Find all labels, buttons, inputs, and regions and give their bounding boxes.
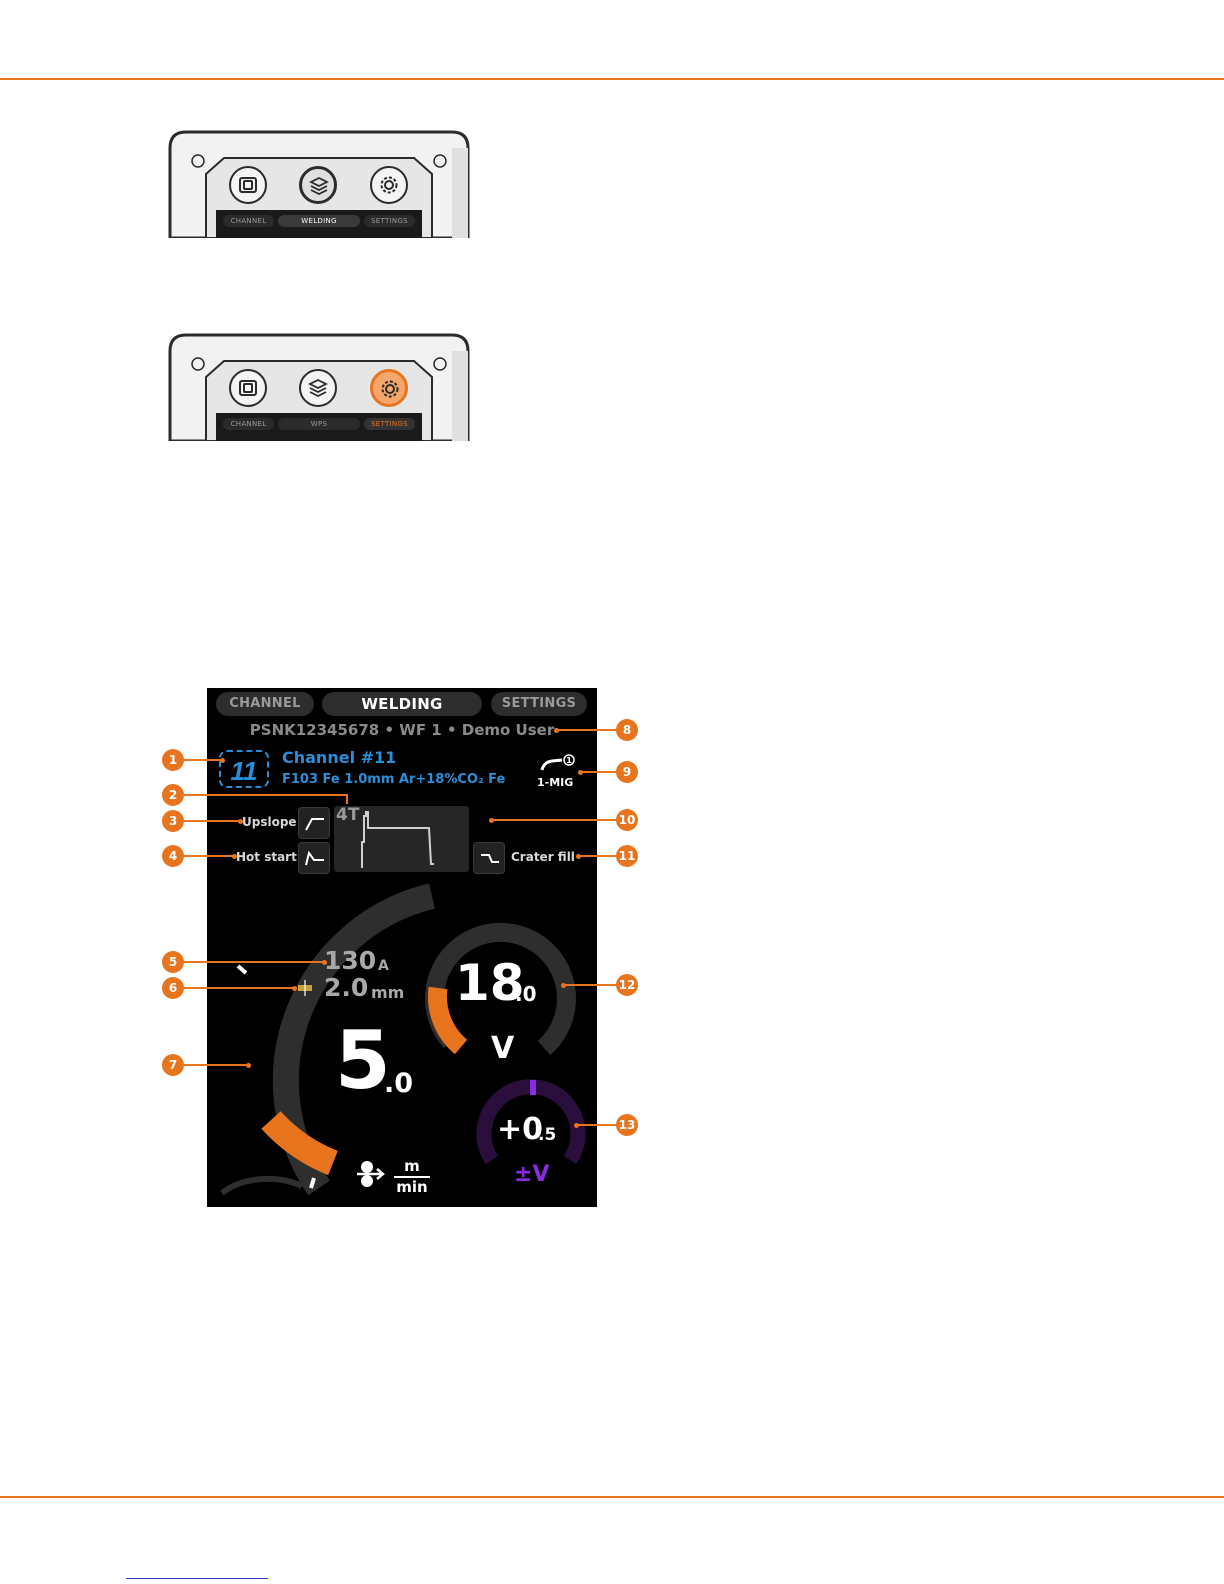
callout-2-leader-down bbox=[346, 794, 348, 804]
current-unit: A bbox=[378, 958, 389, 974]
callout-5-leader bbox=[184, 961, 324, 963]
callout-7-dot bbox=[246, 1063, 251, 1068]
device-tab-channel[interactable]: CHANNEL bbox=[223, 418, 274, 430]
voltage-decimal: .0 bbox=[515, 982, 537, 1006]
callout-3-dot bbox=[238, 819, 243, 824]
callout-6-dot bbox=[292, 986, 297, 991]
welding-screen: CHANNEL WELDING SETTINGS PSNK12345678 • … bbox=[207, 688, 597, 1207]
device-tab-settings[interactable]: SETTINGS bbox=[364, 418, 415, 430]
callout-9: 9 bbox=[616, 761, 638, 783]
wfs-gauge-min-tick bbox=[238, 966, 246, 973]
callout-10: 10 bbox=[616, 809, 638, 831]
callout-3: 3 bbox=[162, 810, 184, 832]
device-tab-settings[interactable]: SETTINGS bbox=[364, 215, 415, 227]
callout-1: 1 bbox=[162, 749, 184, 771]
callout-11-leader bbox=[580, 855, 618, 857]
footer-rule bbox=[0, 1496, 1224, 1498]
secondary-arc bbox=[222, 1179, 302, 1193]
wire-feed-unit-bottom: min bbox=[394, 1179, 430, 1196]
callout-4-dot bbox=[232, 854, 237, 859]
callout-8: 8 bbox=[616, 719, 638, 741]
layers-icon bbox=[309, 176, 329, 196]
trim-gauge-marker bbox=[530, 1080, 536, 1095]
plate-thickness-icon bbox=[296, 980, 314, 996]
footer-link-underline[interactable] bbox=[126, 1578, 268, 1579]
camera-icon bbox=[238, 175, 258, 195]
header-rule bbox=[0, 78, 1224, 80]
callout-10-leader bbox=[493, 819, 618, 821]
callout-4-leader bbox=[184, 855, 234, 857]
wire-feed-unit-top: m bbox=[394, 1158, 430, 1175]
gear-icon bbox=[379, 175, 399, 195]
callout-12: 12 bbox=[616, 974, 638, 996]
camera-icon bbox=[238, 378, 258, 398]
current-value: 130 bbox=[324, 946, 376, 975]
callout-1-leader bbox=[184, 759, 222, 761]
callout-5-dot bbox=[322, 960, 327, 965]
device-tab-wps[interactable]: WPS bbox=[278, 418, 360, 430]
layers-icon bbox=[308, 378, 328, 398]
device-panel-settings: CHANNEL WPS SETTINGS bbox=[168, 331, 470, 441]
device-panel-welding: CHANNEL WELDING SETTINGS bbox=[168, 128, 470, 238]
callout-7: 7 bbox=[162, 1054, 184, 1076]
camera-button[interactable] bbox=[229, 166, 267, 204]
thickness-value: 2.0 bbox=[324, 973, 368, 1002]
gear-icon bbox=[380, 379, 400, 399]
callout-8-leader bbox=[558, 729, 618, 731]
callout-6-leader bbox=[184, 987, 294, 989]
gear-button[interactable] bbox=[370, 166, 408, 204]
callout-13: 13 bbox=[616, 1114, 638, 1136]
callout-6: 6 bbox=[162, 977, 184, 999]
layers-button[interactable] bbox=[299, 166, 337, 204]
callout-1-dot bbox=[220, 758, 225, 763]
callout-9-leader bbox=[582, 771, 618, 773]
thickness-unit: mm bbox=[371, 983, 404, 1002]
callout-13-leader bbox=[578, 1124, 618, 1126]
device-tab-welding[interactable]: WELDING bbox=[278, 215, 360, 227]
callout-7-leader bbox=[184, 1064, 248, 1066]
device-tab-channel[interactable]: CHANNEL bbox=[223, 215, 274, 227]
voltage-unit: V bbox=[491, 1031, 514, 1066]
callout-12-leader bbox=[565, 984, 618, 986]
callout-2-leader bbox=[184, 794, 348, 796]
layers-button[interactable] bbox=[299, 369, 337, 407]
callout-2: 2 bbox=[162, 784, 184, 806]
callout-11: 11 bbox=[616, 845, 638, 867]
callout-5: 5 bbox=[162, 951, 184, 973]
wire-feed-speed-decimal: .0 bbox=[384, 1068, 413, 1099]
camera-button[interactable] bbox=[229, 369, 267, 407]
voltage-trim-value[interactable]: +0 bbox=[497, 1112, 543, 1147]
wire-feed-speed-value[interactable]: 5 bbox=[335, 1021, 391, 1101]
callout-4: 4 bbox=[162, 845, 184, 867]
callout-3-leader bbox=[184, 820, 240, 822]
wire-feed-icon bbox=[355, 1159, 385, 1189]
voltage-trim-unit: ±V bbox=[514, 1162, 549, 1187]
wire-feed-unit: m min bbox=[394, 1158, 430, 1196]
gear-button[interactable] bbox=[370, 369, 408, 407]
voltage-trim-decimal: .5 bbox=[538, 1125, 556, 1145]
